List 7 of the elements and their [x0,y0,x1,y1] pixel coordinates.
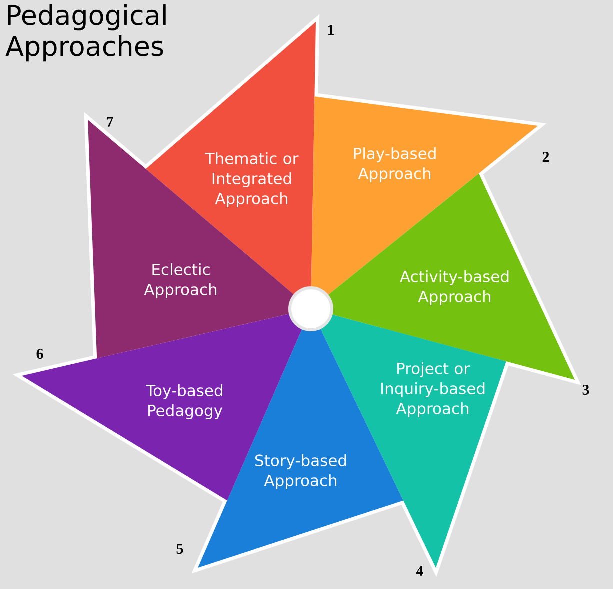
number-label: 1 [328,25,334,35]
number-label: 6 [36,348,44,360]
number-label: 3 [582,384,590,396]
number-label: 5 [176,544,184,554]
number-label: 4 [416,566,424,576]
number-label: 7 [107,117,114,127]
number-label: 2 [542,152,550,162]
